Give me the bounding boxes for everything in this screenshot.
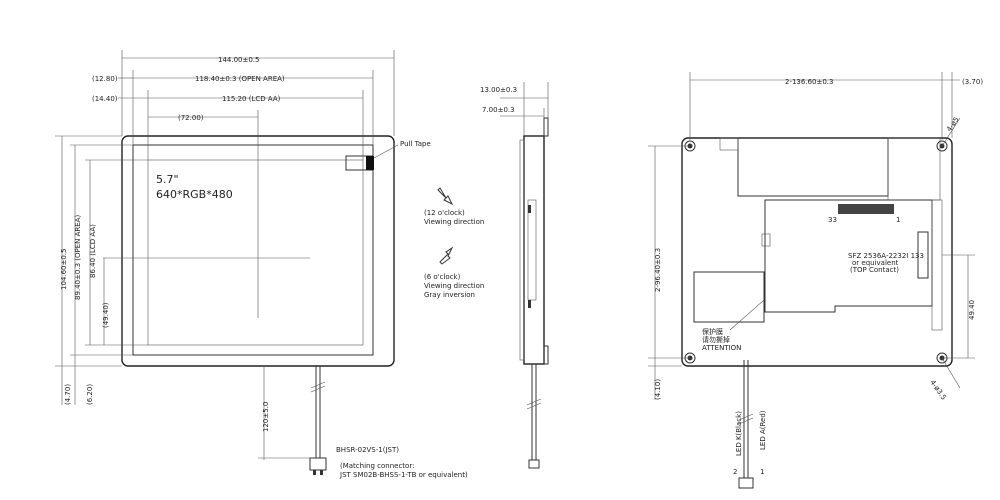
dim-lcd-aa-w: 115.20 (LCD AA)	[222, 95, 281, 103]
dim-half-h: (49.40)	[102, 302, 110, 328]
pin-2-label: 2	[733, 468, 737, 476]
dim-thickness-1: 13.00±0.3	[480, 86, 517, 94]
mount-hole-tr	[936, 140, 948, 152]
led-a-label: LED A(Red)	[759, 410, 767, 450]
dim-left2: (14.40)	[92, 95, 118, 103]
dim-height: 104.60±0.5	[60, 249, 68, 291]
dim-cable: 120±5.0	[262, 402, 270, 432]
dim-holes-h: 2-96.40±0.3	[654, 248, 662, 292]
side-view: 13.00±0.3 7.00±0.3	[480, 82, 549, 469]
dim-bottom-back: (4.10)	[654, 379, 662, 400]
fpc-label-3: (TOP Contact)	[850, 266, 899, 274]
dim-bottom1: (4.70)	[64, 384, 72, 405]
dim-right: (3.70)	[962, 78, 983, 86]
pull-tape-label: Pull Tape	[400, 140, 431, 148]
dim-thickness-2: 7.00±0.3	[482, 106, 515, 114]
twelve-oclock-1: (12 o'clock)	[424, 209, 465, 217]
front-open-area	[132, 144, 374, 356]
dim-open-area-w: 118.40±0.3 (OPEN AREA)	[195, 75, 285, 83]
led-connector	[738, 477, 754, 489]
pin-1b-label: 1	[760, 468, 764, 476]
cable-connector	[309, 457, 327, 471]
back-view: 1 33 SFZ 2536A-2232I 133 or equivalent (…	[648, 72, 983, 489]
viewing-direction-notes: (12 o'clock) Viewing direction (6 o'cloc…	[424, 187, 484, 299]
side-body	[523, 135, 545, 365]
panel-size-label: 5.7"	[156, 173, 179, 186]
fpc-label-1: SFZ 2536A-2232I 133	[848, 252, 924, 260]
front-lcd-active-area	[147, 159, 364, 346]
dim-holes-w: 2-136.60±0.3	[785, 78, 833, 86]
dim-width: 144.00±0.5	[218, 56, 260, 64]
twelve-oclock-arrow-icon	[437, 187, 454, 206]
six-oclock-2: Viewing direction	[424, 282, 484, 290]
dim-half-w: (72.00)	[178, 114, 204, 122]
pin-33-label: 33	[828, 216, 837, 224]
pin-1-label: 1	[896, 216, 900, 224]
connector-label: BHSR-02VS-1(JST)	[336, 446, 399, 454]
attention-sticker	[693, 271, 765, 323]
sticker-text-2: 请勿撕掉	[702, 335, 730, 344]
sticker-text-3: ATTENTION	[702, 344, 741, 352]
sticker-text-1: 保护膜	[702, 327, 723, 336]
backlight-block	[737, 137, 889, 197]
dim-left1: (12.80)	[92, 75, 118, 83]
six-oclock-arrow-icon	[439, 246, 454, 265]
dim-side-back: 49.40	[968, 300, 976, 320]
dim-bottom2: (6.20)	[86, 384, 94, 405]
led-k-label: LED K(Black)	[735, 411, 743, 456]
matching-connector-2: JST SM02B-BHSS-1-TB or equivalent)	[339, 471, 468, 479]
twelve-oclock-2: Viewing direction	[424, 218, 484, 226]
fpc-label-2: or equivalent	[852, 259, 899, 267]
dim-open-area-h: 89.40±0.3 (OPEN AREA)	[74, 215, 82, 300]
hole-diameter-2: 4-ø3.5	[928, 379, 947, 402]
fpc-connector-side	[917, 231, 929, 279]
six-oclock-3: Gray inversion	[424, 291, 475, 299]
front-view: Pull Tape 5.7" 640*RGB*480 144.00±0.5 11…	[55, 50, 468, 479]
six-oclock-1: (6 o'clock)	[424, 273, 461, 281]
pull-tape-tab	[366, 156, 374, 170]
fpc-connector-top	[838, 204, 894, 214]
panel-resolution-label: 640*RGB*480	[156, 188, 233, 201]
matching-connector-1: (Matching connector:	[340, 462, 414, 470]
dim-lcd-aa-h: 86.40 (LCD AA)	[89, 224, 97, 278]
hole-diameter-1: 4-ø5	[945, 116, 961, 133]
